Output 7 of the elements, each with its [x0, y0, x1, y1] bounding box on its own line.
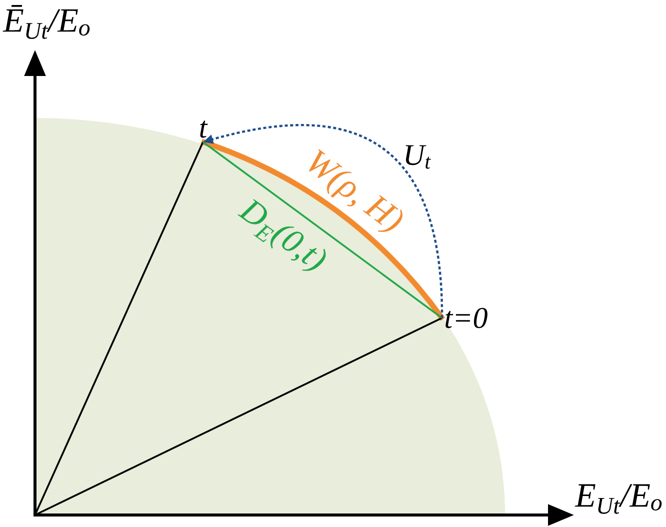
- axis-label: E$_{Ut}$/E$_{o}$: [574, 484, 662, 514]
- point-label: t: [200, 120, 208, 138]
- edge-label: U$_{t}$: [406, 145, 431, 169]
- radial-line: [34, 317, 442, 516]
- radial-line: [34, 142, 204, 516]
- axis-label: Ē$_{Ut}$/E$_{o}$: [2, 5, 90, 39]
- point-label: t=0: [446, 308, 488, 328]
